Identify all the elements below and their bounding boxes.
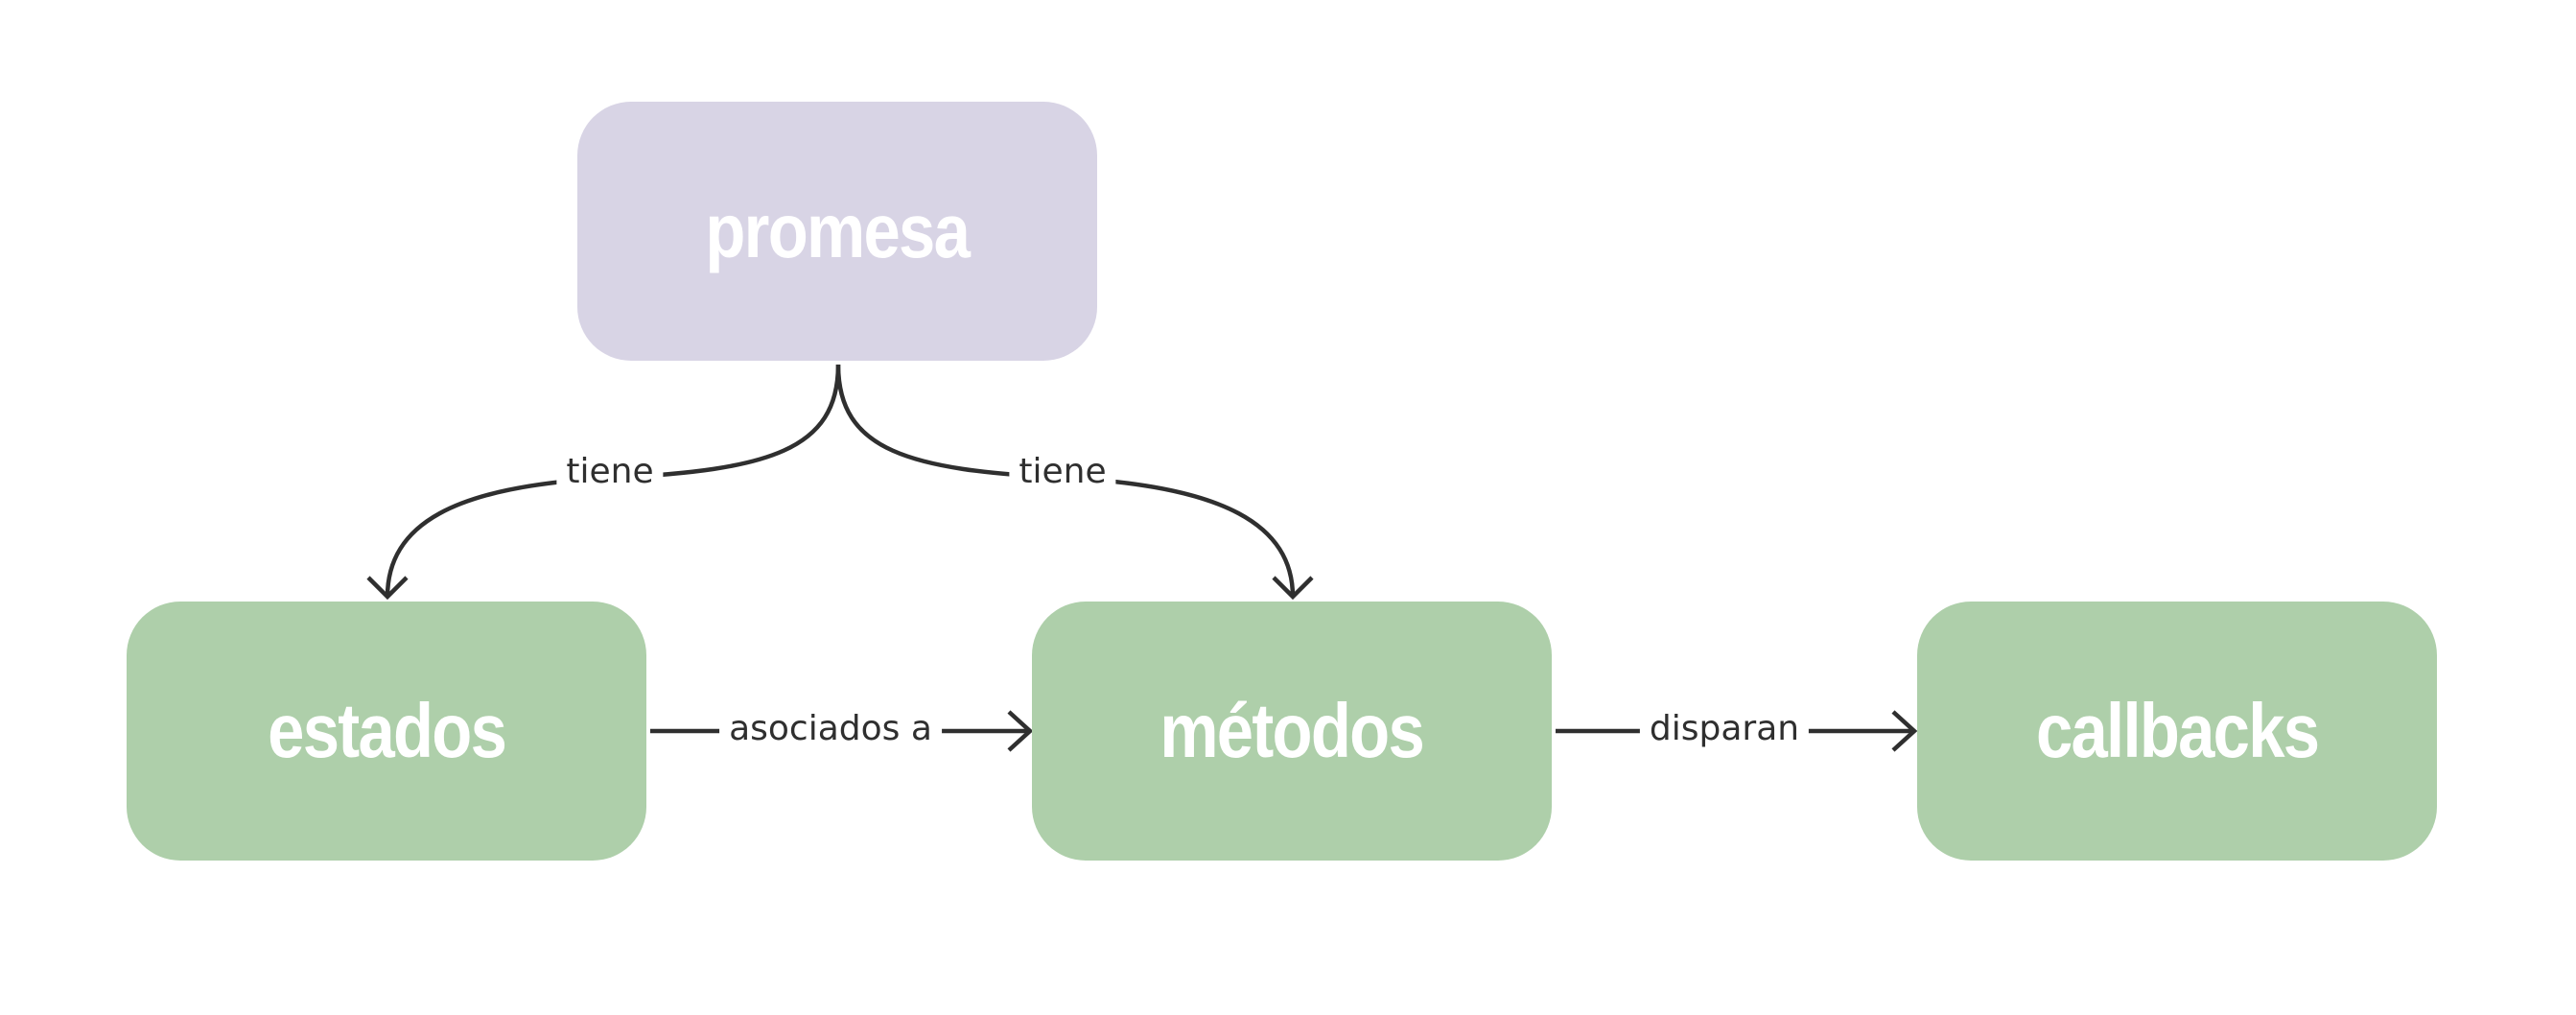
edge-label-metodos-callbacks: disparan [1639,710,1810,748]
node-callbacks[interactable]: callbacks [1917,602,2437,861]
node-callbacks-label: callbacks [2035,688,2320,773]
edge-label-promesa-estados: tiene [556,453,664,491]
node-promesa[interactable]: promesa [577,102,1097,361]
edge-label-estados-metodos: asociados a [719,710,942,748]
arrowhead-metodos-top [1272,576,1314,601]
arrowhead-metodos-left [1007,710,1034,752]
arrowhead-callbacks [1891,710,1918,752]
edge-label-promesa-metodos: tiene [1009,453,1116,491]
node-metodos-label: métodos [1159,688,1425,773]
node-estados-label: estados [268,688,507,773]
arrowhead-estados [366,576,409,601]
node-promesa-label: promesa [705,188,971,273]
node-metodos[interactable]: métodos [1032,602,1552,861]
node-estados[interactable]: estados [127,602,646,861]
